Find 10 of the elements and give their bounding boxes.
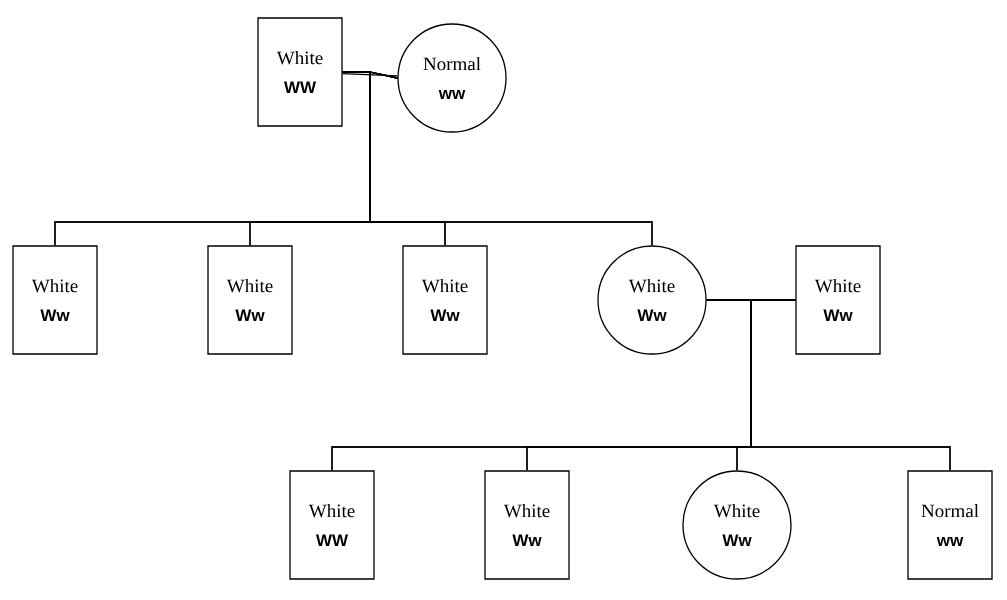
male-square: White WW bbox=[289, 470, 375, 580]
pedigree-line bbox=[750, 299, 951, 471]
male-square: Normal ww bbox=[907, 470, 993, 580]
male-square: White Ww bbox=[795, 245, 881, 355]
male-square: White Ww bbox=[12, 245, 98, 355]
male-square: White Ww bbox=[484, 470, 570, 580]
male-square: White WW bbox=[257, 17, 343, 127]
male-square: White Ww bbox=[402, 245, 488, 355]
pedigree-line bbox=[342, 73, 399, 77]
male-square: White Ww bbox=[207, 245, 293, 355]
